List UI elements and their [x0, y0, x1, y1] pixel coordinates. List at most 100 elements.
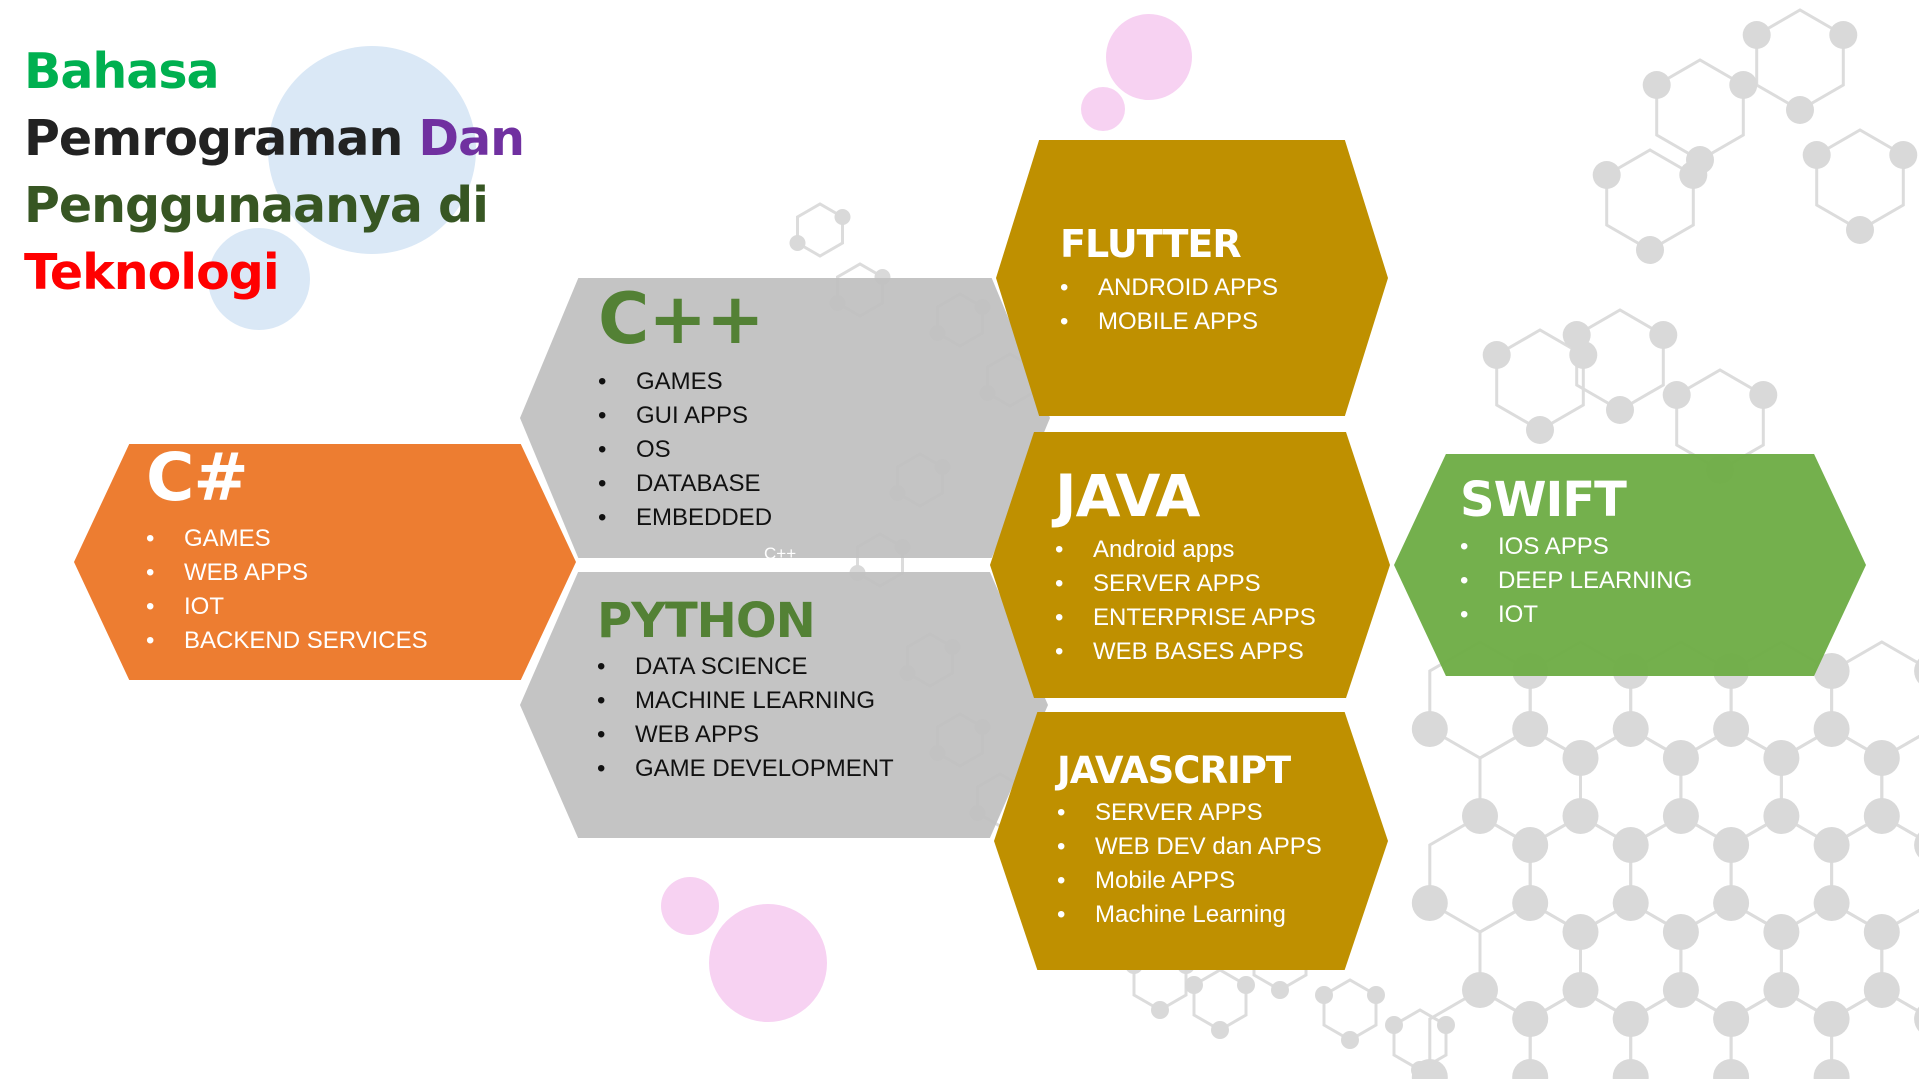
hexagon-cpp-list: GAMES GUI APPS OS DATABASE EMBEDDED — [598, 365, 772, 535]
title-word-bahasa: Bahasa — [24, 43, 220, 100]
hexagon-python-title: PYTHON — [597, 593, 816, 649]
molecule-atom — [1813, 885, 1850, 921]
molecule-atom — [1863, 914, 1900, 950]
molecule-atom — [1642, 71, 1671, 99]
list-item: IOT — [1460, 598, 1692, 632]
molecule-atom — [1813, 827, 1850, 863]
list-item: DEEP LEARNING — [1460, 564, 1692, 598]
molecule-atom — [1512, 885, 1549, 921]
molecule-ring — [1605, 148, 1695, 252]
molecule-atom — [1914, 832, 1919, 858]
hexagon-javascript-title: JAVASCRIPT — [1057, 749, 1291, 792]
molecule-atom — [1271, 981, 1289, 999]
molecule-ring — [1322, 978, 1378, 1042]
molecule-atom — [1636, 236, 1664, 264]
molecule-atom — [1612, 1001, 1649, 1037]
title-line-1: Bahasa — [24, 38, 524, 105]
molecule-atom — [1612, 885, 1649, 921]
list-item: ENTERPRISE APPS — [1055, 601, 1316, 635]
molecule-atom — [834, 209, 851, 225]
decor-circle-blue-small — [208, 228, 310, 330]
molecule-atom — [1562, 914, 1599, 950]
molecule-atom — [1341, 1031, 1359, 1049]
molecule-atom — [1863, 798, 1900, 834]
molecule-ring — [1655, 58, 1745, 162]
molecule-atom — [1729, 71, 1758, 99]
molecule-atom — [1662, 798, 1699, 834]
molecule-atom — [789, 235, 806, 251]
decor-circle-pink-top-small — [1081, 87, 1125, 131]
molecule-atom — [1526, 416, 1554, 444]
molecule-atom — [1829, 21, 1858, 49]
title-word-teknologi: Teknologi — [24, 244, 280, 301]
molecule-atom — [1612, 827, 1649, 863]
title-line-4: Teknologi — [24, 239, 524, 306]
molecule-atom — [1512, 1001, 1549, 1037]
title-word-dan: Dan — [418, 110, 525, 167]
molecule-atom — [1713, 1059, 1750, 1079]
molecule-atom — [1482, 341, 1511, 369]
molecule-atom — [1662, 914, 1699, 950]
title-line-2: Pemrograman Dan — [24, 105, 525, 172]
molecule-ring — [1815, 128, 1905, 232]
molecule-atom — [1512, 827, 1549, 863]
molecule-atom — [1679, 161, 1708, 189]
list-item: WEB DEV dan APPS — [1057, 830, 1322, 864]
molecule-atom — [1763, 914, 1800, 950]
molecule-atom — [1185, 976, 1203, 994]
list-item: OS — [598, 433, 772, 467]
hexagon-swift-content: SWIFT IOS APPS DEEP LEARNING IOT — [1460, 470, 1692, 632]
molecule-atom — [1802, 141, 1831, 169]
hexagon-flutter-content: FLUTTER ANDROID APPS MOBILE APPS — [1060, 218, 1278, 339]
molecule-atom — [1512, 711, 1549, 747]
hexagon-flutter-title: FLUTTER — [1060, 222, 1242, 266]
molecule-atom — [1713, 885, 1750, 921]
hexagon-cpp-content: C++ GAMES GUI APPS OS DATABASE EMBEDDED — [598, 280, 772, 535]
hexagon-python-content: PYTHON DATA SCIENCE MACHINE LEARNING WEB… — [597, 592, 894, 786]
hexagon-csharp-list: GAMES WEB APPS IOT BACKEND SERVICES — [146, 522, 428, 658]
molecule-atom — [1713, 1001, 1750, 1037]
list-item: GAMES — [598, 365, 772, 399]
molecule-atom — [1662, 972, 1699, 1008]
hexagon-javascript-content: JAVASCRIPT SERVER APPS WEB DEV dan APPS … — [1057, 746, 1322, 932]
molecule-atom — [1749, 381, 1778, 409]
molecule-atom — [1512, 1059, 1549, 1079]
molecule-atom — [1315, 986, 1333, 1004]
hexagon-java-list: Android apps SERVER APPS ENTERPRISE APPS… — [1055, 533, 1316, 669]
hexagon-javascript-list: SERVER APPS WEB DEV dan APPS Mobile APPS… — [1057, 796, 1322, 932]
list-item: MACHINE LEARNING — [597, 684, 894, 718]
hexagon-csharp-content: C# GAMES WEB APPS IOT BACKEND SERVICES — [146, 439, 428, 659]
molecule-atom — [1385, 1016, 1403, 1034]
molecule-atom — [1612, 1059, 1649, 1079]
decor-circle-blue-large — [268, 46, 476, 254]
molecule-atom — [1562, 798, 1599, 834]
molecule-atom — [1889, 141, 1918, 169]
molecule-atom — [1367, 986, 1385, 1004]
hexagon-csharp-title: C# — [146, 439, 249, 516]
hexagon-cpp-title: C++ — [598, 278, 765, 360]
molecule-atom — [1763, 972, 1800, 1008]
hexagon-flutter-list: ANDROID APPS MOBILE APPS — [1060, 271, 1278, 339]
molecule-atom — [1846, 216, 1874, 244]
molecule-atom — [1662, 740, 1699, 776]
decor-circle-pink-bottom-large — [709, 904, 827, 1022]
list-item: DATABASE — [598, 467, 772, 501]
list-item: GAMES — [146, 522, 428, 556]
cpp-stray-label: C++ — [764, 544, 797, 563]
molecule-atom — [1562, 972, 1599, 1008]
molecule-ring — [1392, 1008, 1448, 1072]
molecule-atom — [1763, 798, 1800, 834]
molecule-ring — [1755, 8, 1845, 112]
molecule-atom — [1813, 711, 1850, 747]
molecule-atom — [1763, 740, 1800, 776]
list-item: ANDROID APPS — [1060, 271, 1278, 305]
molecule-atom — [1786, 96, 1814, 124]
list-item: MOBILE APPS — [1060, 305, 1278, 339]
molecule-atom — [1742, 21, 1771, 49]
list-item: WEB APPS — [597, 718, 894, 752]
molecule-atom — [1813, 1059, 1850, 1079]
list-item: IOT — [146, 590, 428, 624]
hexagon-python-list: DATA SCIENCE MACHINE LEARNING WEB APPS G… — [597, 650, 894, 786]
decor-circle-pink-top-large — [1106, 14, 1192, 100]
